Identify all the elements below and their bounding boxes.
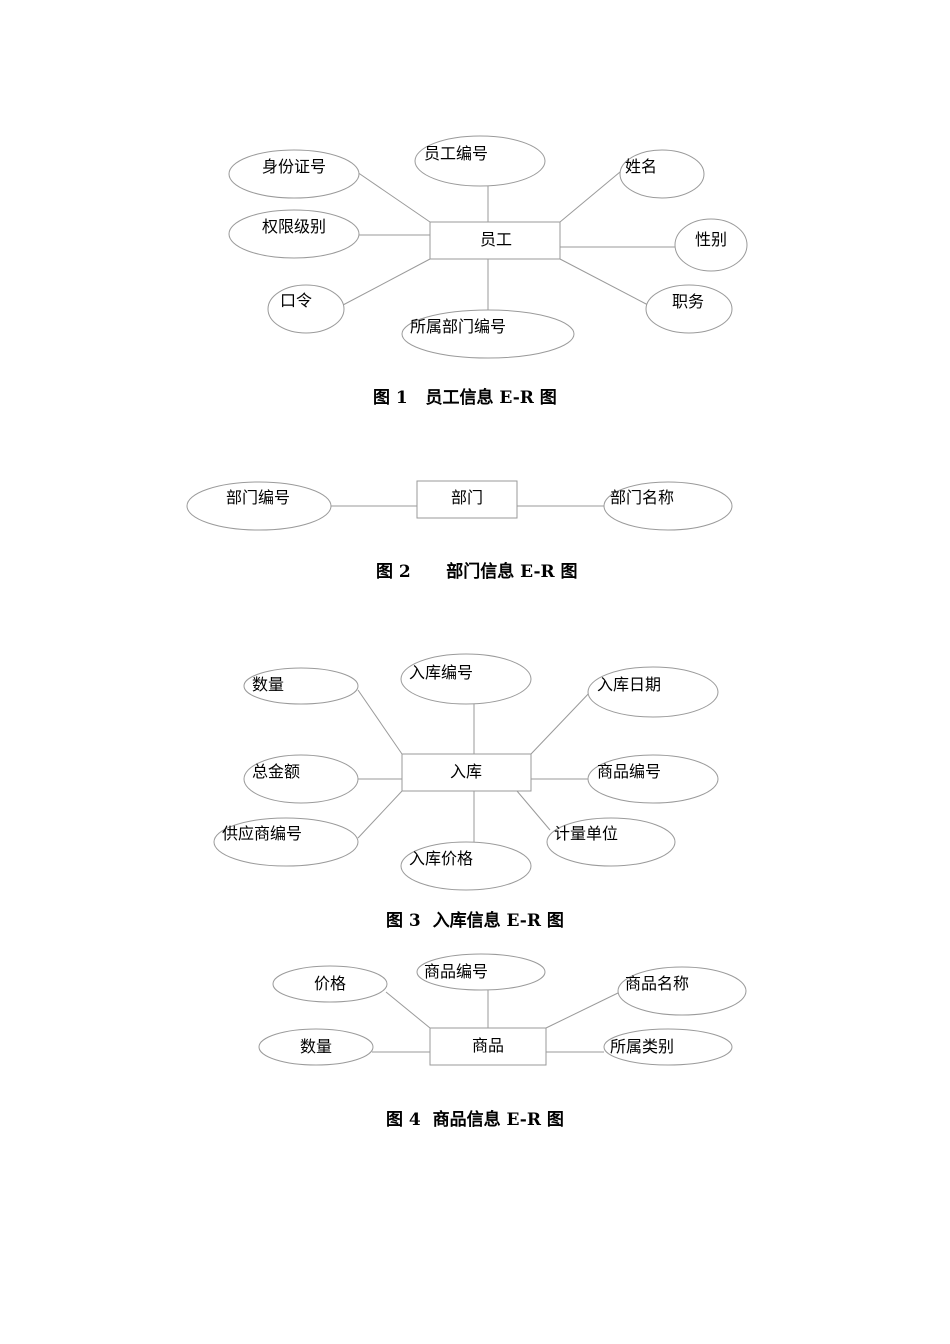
svg-text:权限级别: 权限级别: [262, 217, 326, 236]
attribute-quantity: 数量: [258, 1028, 374, 1066]
attribute-position: 职务: [645, 284, 733, 334]
entity-department: 部门: [416, 480, 518, 519]
attribute-permission-level: 权限级别: [228, 209, 360, 259]
figure-3-caption: 图 3 入库信息 E-R 图: [386, 911, 564, 931]
svg-text:部门: 部门: [451, 488, 483, 507]
svg-text:商品名称: 商品名称: [625, 974, 689, 993]
svg-text:计量单位: 计量单位: [554, 824, 618, 843]
svg-text:身份证号: 身份证号: [262, 157, 326, 176]
svg-text:口令: 口令: [280, 291, 312, 310]
svg-text:商品: 商品: [472, 1036, 504, 1055]
attribute-total-amount: 总金额: [243, 754, 359, 804]
svg-text:所属部门编号: 所属部门编号: [410, 317, 506, 336]
svg-text:性别: 性别: [695, 230, 727, 249]
svg-text:部门编号: 部门编号: [226, 488, 290, 507]
attribute-department-name: 部门名称: [603, 481, 733, 531]
svg-text:员工: 员工: [480, 230, 512, 249]
product-diagram: 商品编号 价格 商品名称 数量 所属类别 商品: [258, 953, 747, 1066]
svg-text:员工编号: 员工编号: [424, 144, 488, 163]
svg-text:价格: 价格: [314, 974, 346, 993]
attribute-employee-id: 员工编号: [414, 135, 546, 187]
attribute-stock-in-date: 入库日期: [587, 666, 719, 718]
svg-text:商品编号: 商品编号: [424, 962, 488, 981]
attribute-product-id: 商品编号: [587, 754, 719, 804]
attribute-password: 口令: [267, 284, 345, 334]
svg-text:总金额: 总金额: [252, 762, 300, 781]
svg-text:数量: 数量: [252, 675, 284, 694]
attribute-department-id: 所属部门编号: [401, 309, 575, 359]
entity-product: 商品: [429, 1027, 547, 1066]
svg-text:入库: 入库: [450, 762, 482, 781]
figure-4-caption: 图 4 商品信息 E-R 图: [386, 1110, 564, 1130]
attribute-stock-in-id: 入库编号: [400, 653, 532, 705]
attribute-supplier-id: 供应商编号: [213, 817, 359, 867]
svg-text:入库编号: 入库编号: [409, 663, 473, 682]
attribute-unit-of-measure: 计量单位: [546, 817, 676, 867]
svg-text:部门名称: 部门名称: [610, 488, 674, 507]
attribute-id-card-number: 身份证号: [228, 149, 360, 199]
svg-text:数量: 数量: [300, 1037, 332, 1056]
svg-text:入库价格: 入库价格: [409, 849, 473, 868]
attribute-gender: 性别: [674, 218, 748, 272]
stock-in-diagram: 入库编号 数量 入库日期 总金额 商品编号 供应商编号 计量单位 入库价格: [213, 653, 719, 891]
entity-employee: 员工: [429, 221, 561, 260]
employee-diagram: 员工编号 身份证号 姓名 权限级别 性别 口令 职务 所属部门编号: [228, 135, 748, 359]
figure-2-caption: 图 2 部门信息 E-R 图: [376, 562, 578, 582]
attribute-name: 姓名: [619, 149, 705, 199]
svg-text:所属类别: 所属类别: [610, 1037, 674, 1056]
svg-text:入库日期: 入库日期: [597, 675, 661, 694]
attribute-price: 价格: [272, 965, 388, 1003]
attribute-stock-in-price: 入库价格: [400, 841, 532, 891]
attribute-product-id: 商品编号: [416, 953, 546, 991]
svg-text:供应商编号: 供应商编号: [222, 824, 302, 843]
entity-stock-in: 入库: [401, 753, 532, 792]
svg-text:职务: 职务: [672, 292, 704, 311]
svg-text:姓名: 姓名: [625, 157, 657, 176]
attribute-department-id: 部门编号: [186, 481, 332, 531]
figure-1-caption: 图 1 员工信息 E-R 图: [373, 388, 557, 408]
department-diagram: 部门编号 部门名称 部门: [186, 480, 733, 531]
svg-text:商品编号: 商品编号: [597, 762, 661, 781]
attribute-quantity: 数量: [243, 667, 359, 705]
attribute-product-name: 商品名称: [617, 966, 747, 1016]
attribute-category: 所属类别: [603, 1028, 733, 1066]
